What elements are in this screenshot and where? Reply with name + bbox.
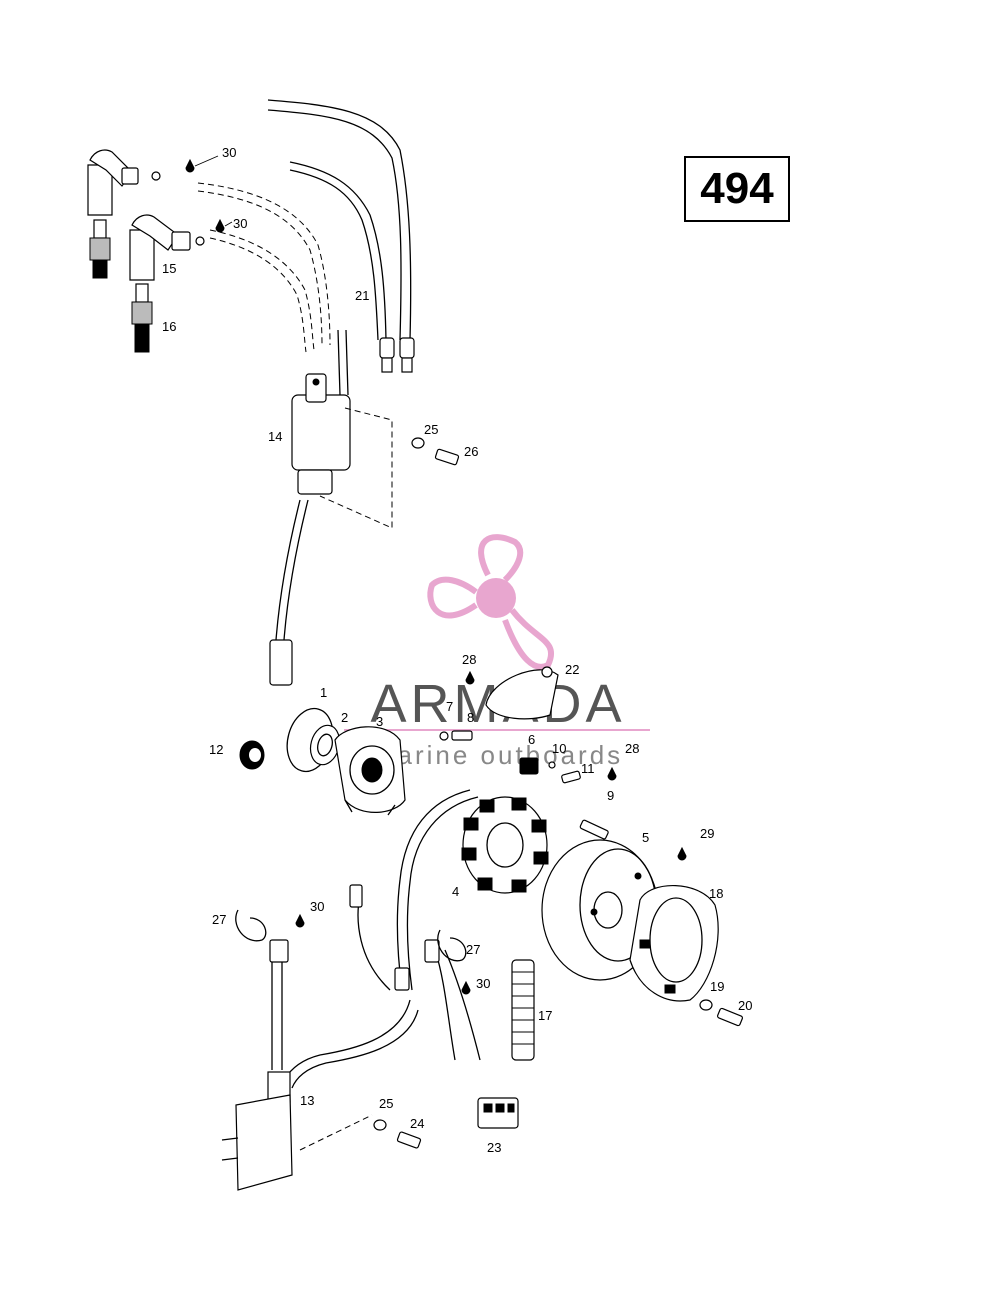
drop-icons-mid xyxy=(465,670,687,861)
diagram-number-box: 494 xyxy=(684,156,790,222)
part-label: 9 xyxy=(607,788,614,803)
part-label: 18 xyxy=(709,886,723,901)
part-label: 26 xyxy=(464,444,478,459)
part-label: 27 xyxy=(466,942,480,957)
part-label: 24 xyxy=(410,1116,424,1131)
washer-and-screw-26 xyxy=(411,437,460,466)
screw-11 xyxy=(561,770,581,784)
part-label: 28 xyxy=(625,741,639,756)
part-label: 11 xyxy=(581,761,595,776)
part-label: 1 xyxy=(320,685,327,700)
part-label: 3 xyxy=(376,714,383,729)
part-label: 19 xyxy=(710,979,724,994)
part-label: 30 xyxy=(233,216,247,231)
part-label: 13 xyxy=(300,1093,314,1108)
part-label: 14 xyxy=(268,429,282,444)
part-label: 8 xyxy=(467,710,474,725)
part-label: 2 xyxy=(341,710,348,725)
brand-tagline: marine outboards xyxy=(373,740,623,770)
cdi-module xyxy=(221,1071,293,1191)
part-label: 27 xyxy=(212,912,226,927)
screw-9 xyxy=(579,819,609,840)
part-label: 20 xyxy=(738,998,752,1013)
part-label: 5 xyxy=(642,830,649,845)
part-label: 16 xyxy=(162,319,176,334)
ignition-leads xyxy=(197,99,415,396)
cover-22 xyxy=(485,666,559,720)
part-label: 25 xyxy=(424,422,438,437)
drop-icons-low xyxy=(295,913,471,995)
ignition-coil xyxy=(269,373,393,686)
part-label: 4 xyxy=(452,884,459,899)
part-label: 22 xyxy=(565,662,579,677)
stator-housing xyxy=(334,726,406,816)
part-label: 10 xyxy=(552,741,566,756)
spark-plug-cap-lower xyxy=(129,214,205,281)
clamps-27 xyxy=(235,909,467,962)
washer-and-screw-20 xyxy=(699,999,743,1027)
part-label: 30 xyxy=(222,145,236,160)
part-label: 23 xyxy=(487,1140,501,1155)
washer-and-screw-24 xyxy=(299,1114,422,1151)
part-label: 30 xyxy=(476,976,490,991)
bushing-12 xyxy=(239,740,265,770)
part-label: 28 xyxy=(462,652,476,667)
spark-plug-cap-upper xyxy=(87,149,161,216)
part-label: 12 xyxy=(209,742,223,757)
part-label: 17 xyxy=(538,1008,552,1023)
spark-plug-upper xyxy=(89,219,111,279)
wiring-harness xyxy=(269,789,481,1089)
flywheel xyxy=(541,839,659,981)
ring-18 xyxy=(629,884,719,1002)
part-label: 25 xyxy=(379,1096,393,1111)
part-label: 21 xyxy=(355,288,369,303)
stator xyxy=(461,796,549,894)
propeller-icon xyxy=(427,534,555,670)
part-labels: 1 2 3 4 5 6 7 8 9 10 11 12 13 14 15 16 1… xyxy=(162,145,752,1155)
part-label: 7 xyxy=(446,699,453,714)
drop-icons-top xyxy=(185,155,233,233)
part-label: 30 xyxy=(310,899,324,914)
connector-23 xyxy=(477,1097,519,1129)
part-label: 6 xyxy=(528,732,535,747)
screws-7-8 xyxy=(439,730,473,741)
spring-17 xyxy=(511,959,535,1061)
part-label: 29 xyxy=(700,826,714,841)
part-label: 15 xyxy=(162,261,176,276)
spark-plug-lower xyxy=(131,283,153,353)
pickup-6 xyxy=(519,757,556,775)
diagram-number: 494 xyxy=(700,164,774,213)
